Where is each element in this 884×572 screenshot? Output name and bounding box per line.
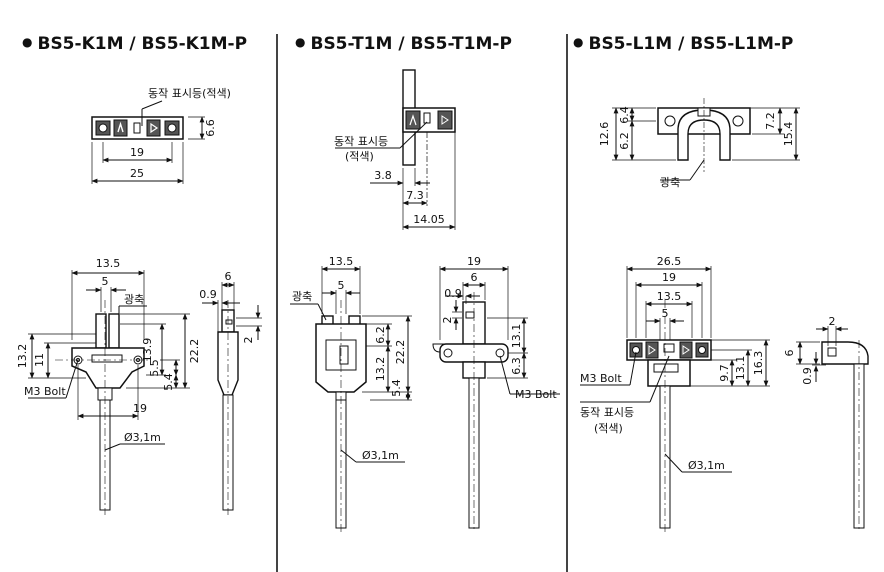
l1-top-dim-6-4: 6.4 [618,106,631,124]
t1-top-view [335,69,456,230]
k1-front-dim-19: 19 [133,402,147,415]
t1-front-view [290,266,412,532]
k1-top-view [91,100,205,184]
t1-cable-label: Ø3,1m [362,449,399,462]
k1-front-dim-13-9: 13.9 [141,338,154,363]
k1-front-view [28,270,190,515]
k1-front-dim-13-5: 13.5 [96,257,121,270]
l1-front-dim-16-3: 16.3 [752,351,765,376]
k1-side-dim-2: 2 [242,337,255,344]
l1-indicator-red-label: (적색) [594,422,623,435]
k1-top-dim-19: 19 [130,146,144,159]
k1-front-dim-5-4: 5.4 [162,373,175,391]
t1-front-dim-6-2: 6.2 [374,326,387,344]
l1-top-dim-7-2: 7.2 [764,112,777,130]
section-divider [566,34,568,572]
l1-front-dim-5: 5 [662,307,669,320]
k1-front-dim-5-5: 5.5 [148,359,161,377]
l1-front-dim-19: 19 [662,271,676,284]
k1-top-dim-6-6: 6.6 [204,119,217,137]
t1-m3-bolt-label: M3 Bolt [515,388,557,401]
t1-optical-axis-label: 광축 [292,290,312,303]
t1-top-dim-7-3: 7.3 [406,189,424,202]
l1-top-view [612,98,800,181]
l1-m3-bolt-label: M3 Bolt [580,372,622,385]
title-k1: ●BS5-K1M / BS5-K1M-P [22,34,248,54]
k1-indicator-label: 동작 표시등(적색) [148,87,231,100]
l1-side-dim-0-9: 0.9 [801,367,814,385]
t1-side-dim-6-3: 6.3 [510,357,523,375]
t1-indicator-label: 동작 표시등 [334,135,388,148]
l1-front-dim-26-5: 26.5 [657,255,682,268]
k1-side-view [202,282,262,515]
t1-front-dim-22-2: 22.2 [394,340,407,365]
section-divider [276,34,278,572]
l1-cable-label: Ø3,1m [688,459,725,472]
t1-side-dim-19: 19 [467,255,481,268]
k1-top-dim-25: 25 [130,167,144,180]
t1-side-dim-2: 2 [441,317,454,324]
l1-top-dim-6-2: 6.2 [618,132,631,150]
l1-side-dim-6: 6 [783,350,796,357]
k1-front-dim-22-2: 22.2 [188,339,201,364]
t1-front-dim-13-2: 13.2 [374,357,387,382]
l1-front-dim-13-5: 13.5 [657,290,682,303]
t1-top-dim-3-8: 3.8 [374,169,392,182]
k1-front-dim-5: 5 [102,275,109,288]
l1-top-dim-15-4: 15.4 [782,122,795,147]
t1-side-dim-13-1: 13.1 [510,324,523,349]
l1-optical-axis-label: 광축 [660,176,680,189]
l1-side-view [796,326,869,532]
t1-top-dim-14-05: 14.05 [413,213,445,226]
t1-side-view [432,266,560,532]
title-l1: ●BS5-L1M / BS5-L1M-P [573,34,794,54]
l1-front-dim-9-7: 9.7 [718,364,731,382]
l1-side-dim-2: 2 [829,315,836,328]
k1-side-dim-6: 6 [225,270,232,283]
t1-front-dim-5: 5 [338,279,345,292]
l1-front-view [580,266,770,532]
k1-m3-bolt-label: M3 Bolt [24,385,66,398]
k1-side-dim-0-9: 0.9 [199,288,217,301]
t1-indicator-red-label: (적색) [345,150,374,163]
t1-front-dim-13-5: 13.5 [329,255,354,268]
t1-side-dim-6: 6 [471,271,478,284]
k1-optical-axis-label: 광축 [124,293,144,306]
t1-front-dim-5-4: 5.4 [390,379,403,397]
t1-side-dim-0-9: 0.9 [444,287,462,300]
k1-front-dim-11: 11 [33,353,46,367]
l1-top-dim-12-6: 12.6 [598,122,611,147]
k1-cable-label: Ø3,1m [124,431,161,444]
l1-front-dim-13-1: 13.1 [734,356,747,381]
k1-front-dim-13-2: 13.2 [16,344,29,369]
l1-indicator-label: 동작 표시등 [580,406,634,419]
title-t1: ●BS5-T1M / BS5-T1M-P [295,34,512,54]
